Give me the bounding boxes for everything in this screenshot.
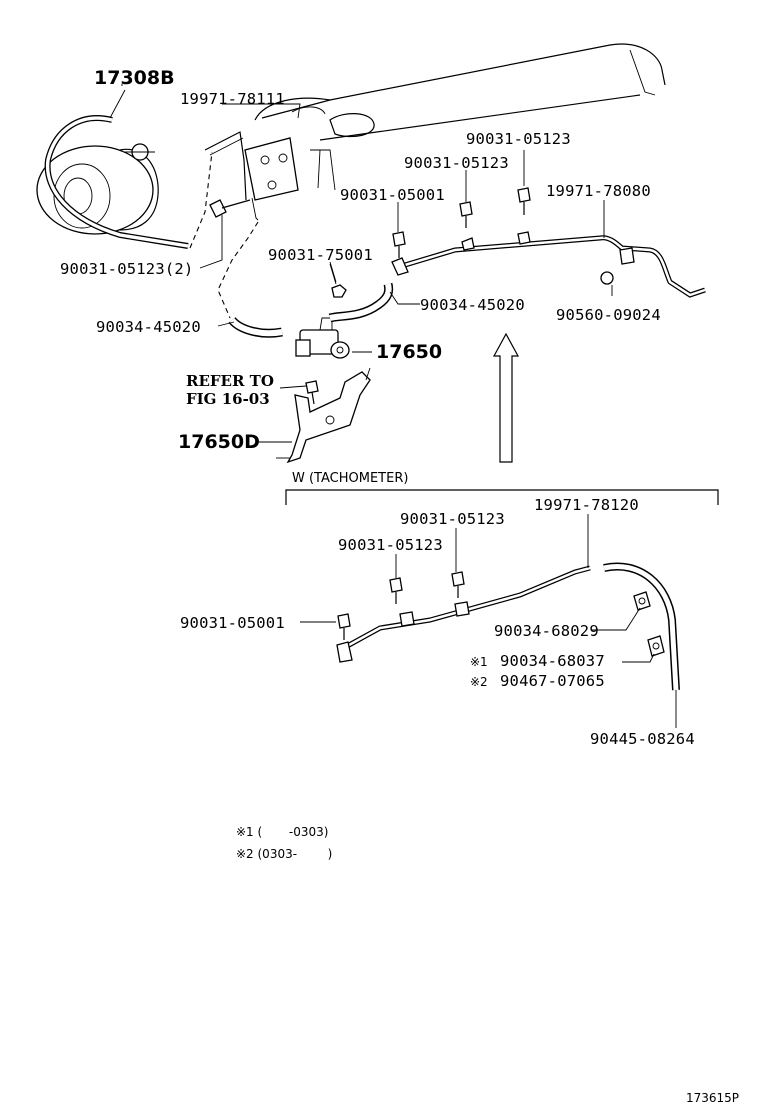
label-17650: 17650	[376, 341, 442, 363]
note-2: ※2 (0303- )	[236, 847, 332, 861]
tach-bracket-line	[285, 489, 719, 505]
label-90031-05123-mid: 90031-05123	[404, 154, 509, 172]
pipe-19971-78080	[391, 231, 706, 298]
bolt-refer	[279, 380, 319, 405]
label-90031-05123-top: 90031-05123	[466, 130, 571, 148]
bolt-90031-05123-low-2	[451, 571, 465, 598]
bolt-90031-05001-upper	[392, 231, 406, 258]
label-19971-78080: 19971-78080	[546, 182, 651, 200]
clip-90034-68037	[647, 635, 665, 657]
dashed-leaders	[189, 151, 259, 319]
hose-90034-45020-left	[228, 316, 283, 338]
label-90445-08264: 90445-08264	[590, 730, 695, 748]
label-90031-05001-low: 90031-05001	[180, 614, 285, 632]
clip-90034-68029	[633, 591, 651, 611]
label-90560-09024: 90560-09024	[556, 306, 661, 324]
label-90031-05001-top: 90031-05001	[340, 186, 445, 204]
label-19971-78111: 19971-78111	[180, 90, 285, 108]
bolt-90031-05123-low-1	[389, 577, 403, 604]
label-w-tachometer: W (TACHOMETER)	[292, 471, 408, 486]
bolt-90031-05123-2	[209, 197, 259, 221]
vsv-17650	[295, 317, 350, 359]
footer-code: 173615P	[686, 1091, 739, 1105]
hose-90034-45020-right	[328, 282, 394, 323]
label-fig-ref: FIG 16-03	[186, 390, 270, 408]
hose-17308b	[44, 84, 189, 249]
vacuum-pump-assembly	[36, 143, 159, 235]
bolt-90031-05123-upper-2	[459, 201, 473, 228]
label-90031-75001: 90031-75001	[268, 246, 373, 264]
bracket-plate	[204, 131, 299, 201]
note-1: ※1 ( -0303)	[236, 825, 328, 839]
engine-outline	[254, 43, 666, 191]
nut-90031-75001	[329, 261, 347, 298]
label-90467-07065: 90467-07065	[500, 672, 605, 690]
bolt-90031-05123-upper-1	[517, 187, 531, 215]
label-90034-45020-right: 90034-45020	[420, 296, 525, 314]
bolt-90031-05001-low	[337, 613, 351, 640]
label-90034-68037: 90034-68037	[500, 652, 605, 670]
label-90031-05123-low1: 90031-05123	[400, 510, 505, 528]
label-17308b: 17308B	[94, 67, 175, 89]
label-17650d: 17650D	[178, 431, 260, 453]
label-mark2: ※2	[470, 675, 488, 689]
label-mark1: ※1	[470, 655, 488, 669]
label-90031-05123-2: 90031-05123(2)	[60, 260, 193, 278]
leader-lines	[199, 103, 677, 728]
label-90031-05123-low2: 90031-05123	[338, 536, 443, 554]
up-arrow	[492, 332, 520, 463]
label-90034-45020-left: 90034-45020	[96, 318, 201, 336]
label-90034-68029: 90034-68029	[494, 622, 599, 640]
label-19971-78120: 19971-78120	[534, 496, 639, 514]
label-refer-to: REFER TO	[186, 372, 274, 390]
hose-90445-08264	[603, 562, 680, 691]
pipe-19971-78120	[336, 565, 591, 663]
bracket-17650d	[276, 367, 371, 464]
